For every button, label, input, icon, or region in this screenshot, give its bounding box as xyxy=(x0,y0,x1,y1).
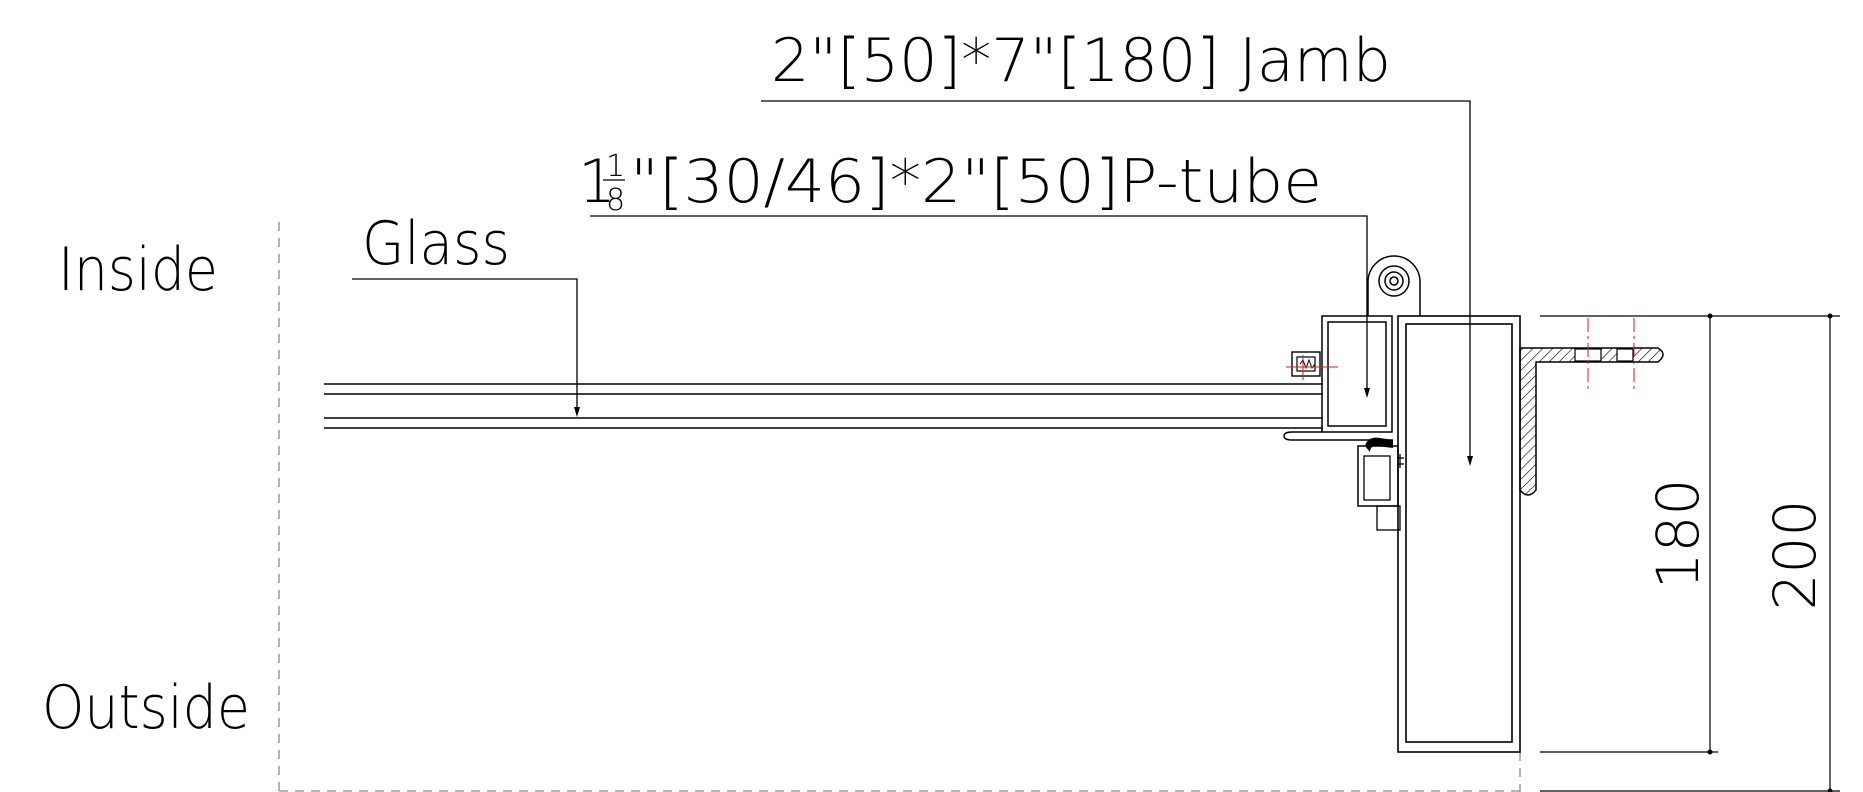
screw-fixing xyxy=(1286,351,1338,380)
glass-label: Glass xyxy=(362,209,510,279)
inside-label: Inside xyxy=(58,235,218,305)
ptube-leader-arrow xyxy=(1364,388,1370,398)
glass-leader-arrow xyxy=(574,407,580,417)
svg-text:1: 1 xyxy=(578,147,616,217)
dimension-200-label: 200 xyxy=(1761,500,1829,611)
svg-text:8: 8 xyxy=(606,183,625,218)
svg-text:1: 1 xyxy=(606,149,625,184)
glass-panel xyxy=(324,383,1323,429)
ptube-leader-line xyxy=(590,215,1368,395)
dimension-ticks xyxy=(1707,313,1833,792)
gasket-profile xyxy=(1357,437,1404,531)
glass-leader-line xyxy=(352,278,578,414)
dimension-180-label: 180 xyxy=(1644,479,1712,590)
jamb-leader-line xyxy=(761,100,1471,463)
roller-wheel xyxy=(1367,255,1421,316)
svg-text:"[30/46]*2"[50]P-tube: "[30/46]*2"[50]P-tube xyxy=(630,147,1322,217)
bracket-centerlines xyxy=(1587,318,1635,392)
dimension-lines xyxy=(1540,315,1840,792)
jamb-profile xyxy=(1397,315,1521,753)
ptube-profile xyxy=(1283,315,1393,441)
jamb-label: 2"[50]*7"[180] Jamb xyxy=(771,26,1391,96)
ptube-label: 1 1 8 "[30/46]*2"[50]P-tube xyxy=(578,147,1323,219)
jamb-leader-arrow xyxy=(1467,456,1473,466)
outside-label: Outside xyxy=(42,673,250,743)
angle-bracket xyxy=(1519,347,1664,496)
boundary-dashed-lines xyxy=(278,222,1521,792)
